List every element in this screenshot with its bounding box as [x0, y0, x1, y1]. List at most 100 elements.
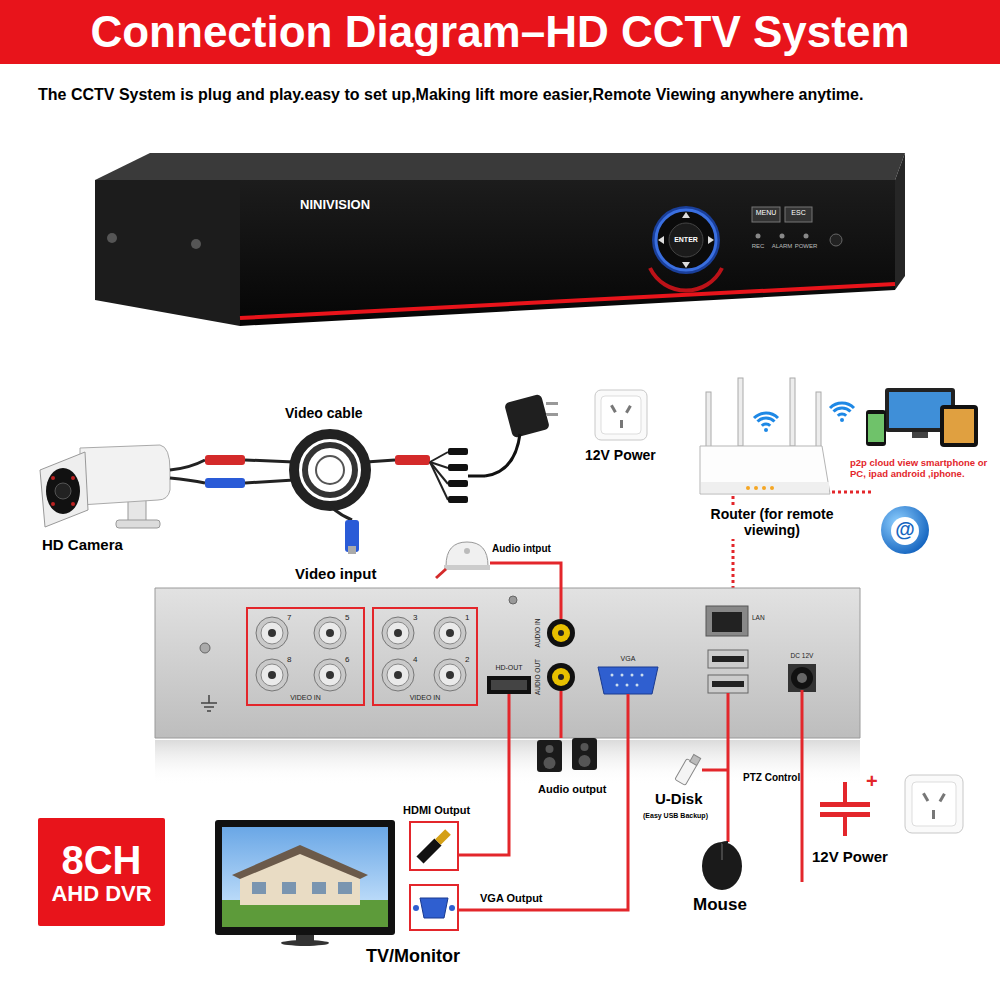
channel-number: 7 — [287, 613, 291, 622]
signal-wire — [702, 769, 728, 772]
part-label: HDMI Output — [403, 804, 470, 817]
tv-monitor — [240, 852, 360, 905]
speaker — [544, 757, 556, 769]
box-heading: 8CH — [61, 838, 141, 882]
tv-monitor — [338, 882, 352, 894]
button-label: ESC — [785, 209, 812, 217]
led-label: ALARM — [770, 243, 794, 250]
bnc-connector — [387, 664, 409, 686]
router — [706, 392, 711, 447]
tv-monitor — [222, 827, 388, 927]
video-cable — [366, 460, 395, 462]
bnc-connector — [261, 622, 283, 644]
dvr-front — [804, 234, 809, 239]
bnc-connector — [394, 671, 402, 679]
video-cable — [448, 464, 468, 471]
wall-socket — [932, 810, 935, 819]
tv-monitor — [281, 940, 329, 946]
dvr-front — [785, 207, 812, 222]
tv-monitor — [215, 820, 395, 946]
rear-ports — [616, 684, 619, 687]
rear-ports — [712, 612, 742, 632]
rear-ports — [788, 664, 816, 692]
rear-ports — [797, 673, 807, 683]
part-label: Router (for remote viewing) — [687, 505, 857, 539]
router — [754, 486, 758, 490]
usb-disk — [690, 755, 701, 766]
dvr-front — [708, 236, 714, 244]
port-label: AUDIO OUT — [535, 659, 542, 695]
rca-jack — [558, 630, 564, 636]
video-cable — [348, 546, 356, 554]
tv-monitor — [232, 845, 368, 879]
port-label: LAN — [752, 614, 765, 621]
video-cable — [316, 456, 344, 484]
power-symbol — [820, 812, 870, 817]
router — [790, 378, 795, 446]
power-symbol — [843, 782, 847, 802]
power-symbol — [820, 802, 870, 807]
wifi-symbol — [838, 414, 846, 416]
hd-camera — [46, 468, 80, 514]
speaker — [537, 740, 562, 772]
viewing-devices — [866, 388, 978, 447]
tv-monitor — [252, 882, 266, 894]
rca-jack — [558, 674, 564, 680]
bnc-connector — [387, 622, 409, 644]
video-cable — [170, 434, 485, 554]
video-cable — [205, 478, 245, 488]
rear-ports — [491, 680, 527, 690]
router — [738, 378, 743, 446]
bnc-connector — [256, 617, 288, 649]
hdmi-plug-icon — [438, 832, 448, 842]
dvr-front — [658, 236, 664, 244]
signal-wire — [801, 690, 804, 882]
video-cable — [448, 496, 468, 503]
video-cable — [170, 460, 205, 470]
dvr-front — [682, 262, 690, 268]
bnc-connector — [314, 659, 346, 691]
rear-ports — [626, 684, 629, 687]
vga-plug-icon — [449, 905, 455, 911]
wall-socket — [625, 405, 632, 413]
rca-jack — [547, 619, 575, 647]
hd-camera — [80, 445, 170, 505]
box-text: AHD DVR — [51, 882, 151, 906]
rear-ports — [706, 606, 748, 636]
part-label: VGA Output — [480, 892, 543, 905]
dvr-front — [191, 239, 201, 249]
wall-socket — [939, 793, 946, 802]
dvr-front — [240, 180, 895, 326]
rear-ports — [641, 674, 644, 677]
part-label: 12V Power — [585, 447, 656, 463]
speaker — [579, 755, 591, 767]
speaker — [572, 738, 597, 770]
dvr-front — [95, 153, 905, 180]
dvr-front — [656, 210, 716, 270]
power-adapter — [485, 394, 558, 476]
rear-ports — [708, 675, 748, 693]
hd-camera — [116, 520, 160, 528]
part-label: TV/Monitor — [366, 946, 460, 967]
wifi-symbol — [764, 428, 768, 432]
vga-plug-icon — [413, 905, 419, 911]
dvr-rear-panel — [509, 596, 517, 604]
video-cable — [430, 462, 448, 500]
dvr-front — [95, 153, 905, 326]
bnc-connector — [319, 622, 341, 644]
dvr-front — [682, 212, 690, 218]
part-label: Video cable — [285, 405, 363, 421]
rear-ports — [598, 667, 658, 694]
signal-wire — [458, 563, 802, 910]
part-label: Video input — [295, 565, 376, 582]
port-label: AUDIO IN — [535, 619, 542, 648]
dvr-front — [240, 284, 895, 318]
viewing-devices — [940, 405, 978, 447]
rca-jack — [552, 668, 570, 686]
box-heading: VIDEO IN — [410, 694, 441, 702]
microphone — [464, 548, 470, 554]
viewing-devices — [868, 414, 884, 442]
dvr-front — [830, 234, 842, 246]
dvr-rear-panel — [201, 695, 217, 711]
router — [762, 486, 766, 490]
